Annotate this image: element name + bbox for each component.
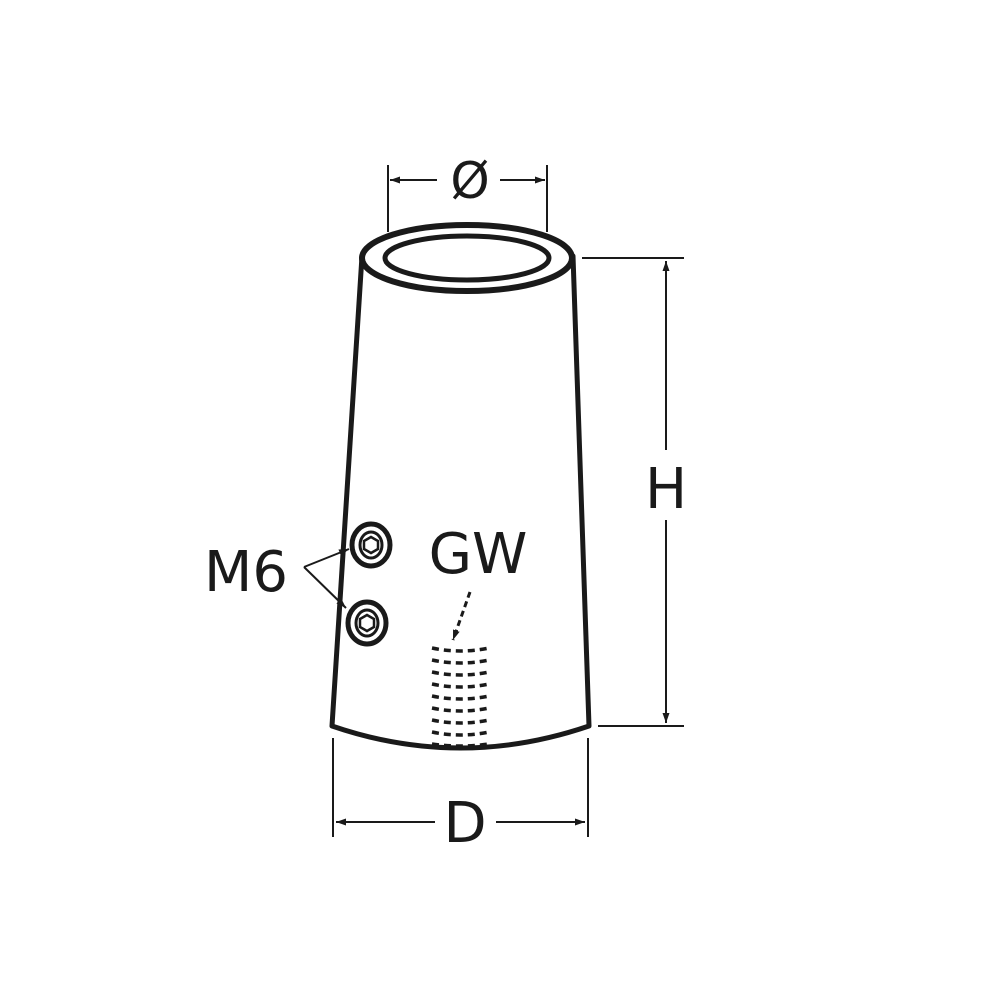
sleeve-outline [329, 253, 592, 751]
sleeve-body [329, 222, 592, 751]
base-diameter-label: D [443, 791, 486, 856]
set-screw-leaders [303, 548, 350, 609]
top-bore-inner [382, 233, 552, 283]
dimension-diameter [387, 165, 548, 232]
hex-socket-icon [358, 613, 376, 633]
internal-thread-label: GW [429, 522, 528, 587]
height-label: H [645, 457, 687, 522]
internal-thread-hidden [431, 646, 490, 748]
set-screw-upper [349, 521, 393, 569]
hex-socket-icon [362, 535, 380, 555]
diameter-label: Ø [450, 152, 489, 210]
set-screw-lower [345, 599, 389, 647]
dimension-height [582, 257, 684, 727]
top-rim-outer [359, 222, 575, 294]
dimension-base-diameter [332, 738, 589, 837]
set-screw-label: M6 [204, 540, 288, 605]
internal-thread-leader [451, 591, 472, 641]
